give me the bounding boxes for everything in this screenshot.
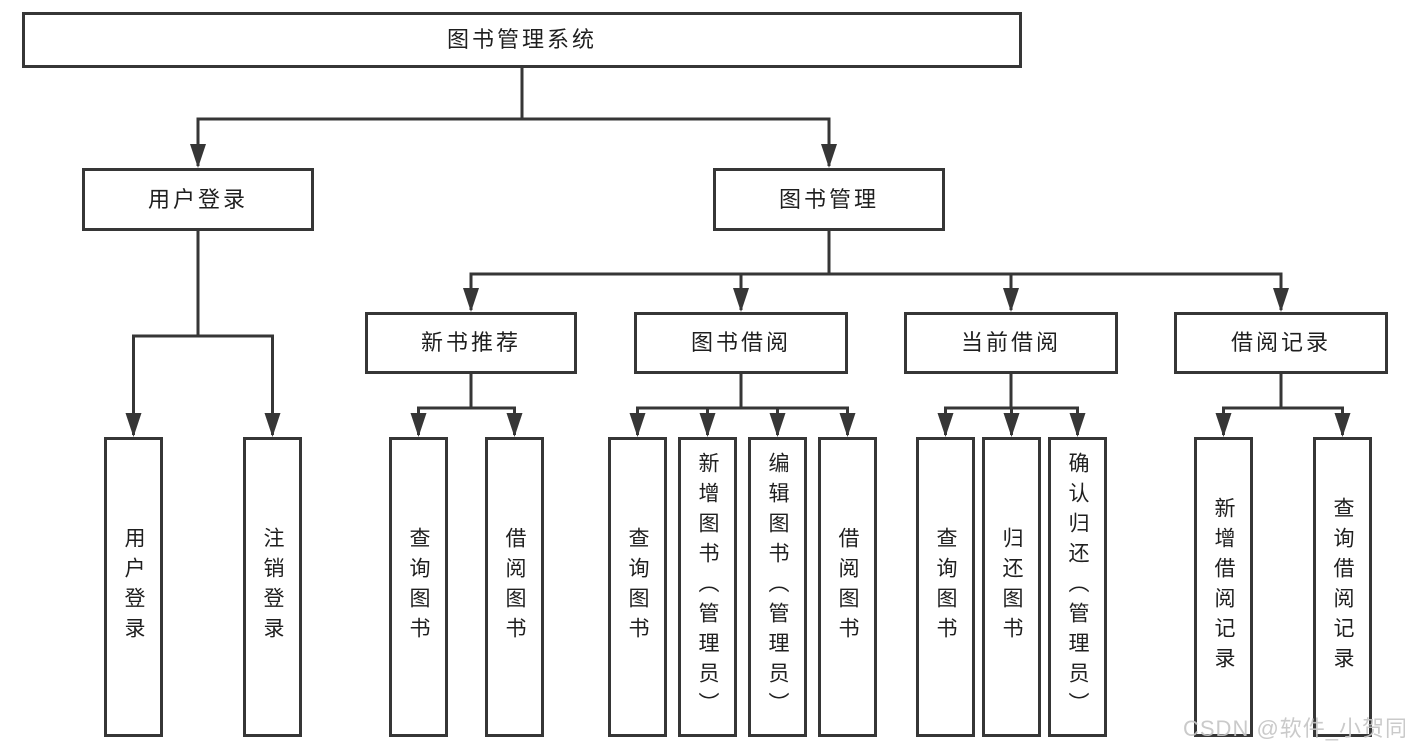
connector-login-branch [132, 231, 274, 435]
leaf-query-books-current: 查询图书 [916, 437, 975, 737]
leaf-logout: 注销登录 [243, 437, 302, 737]
arrowhead [463, 288, 479, 312]
connector-level1-branch [196, 117, 831, 166]
arrowhead [1273, 288, 1289, 312]
node-root-system: 图书管理系统 [22, 12, 1022, 68]
leaf-borrow-books-recommend: 借阅图书 [485, 437, 544, 737]
node-borrow-records: 借阅记录 [1174, 312, 1388, 374]
leaf-return-books: 归还图书 [982, 437, 1041, 737]
arrowhead [1215, 413, 1232, 437]
connector-borrow-branch [636, 374, 849, 435]
leaf-edit-book-admin: 编辑图书（管理员） [748, 437, 807, 737]
node-new-book-recommend: 新书推荐 [365, 312, 577, 374]
leaf-query-books-borrow: 查询图书 [608, 437, 667, 737]
arrowhead [937, 413, 954, 437]
arrowhead [190, 144, 206, 168]
arrowhead [699, 413, 716, 437]
leaf-confirm-return-admin: 确认归还（管理员） [1048, 437, 1107, 737]
node-book-borrow: 图书借阅 [634, 312, 848, 374]
leaf-borrow-books: 借阅图书 [818, 437, 877, 737]
arrowhead [1069, 413, 1086, 437]
node-book-management: 图书管理 [713, 168, 945, 231]
node-current-borrow: 当前借阅 [904, 312, 1118, 374]
leaf-add-book-admin: 新增图书（管理员） [678, 437, 737, 737]
arrowhead [264, 413, 281, 437]
arrowhead [1003, 413, 1020, 437]
leaf-user-login: 用户登录 [104, 437, 163, 737]
arrowhead [733, 288, 749, 312]
arrowhead [839, 413, 856, 437]
connector-level2-branch [469, 231, 1283, 310]
arrowhead [821, 144, 837, 168]
leaf-query-books-recommend: 查询图书 [389, 437, 448, 737]
arrowhead [410, 413, 427, 437]
connector-recommend-branch [417, 374, 516, 435]
arrowhead [1334, 413, 1351, 437]
csdn-watermark: CSDN @软件_小贺同学 [1183, 716, 1405, 741]
arrowhead [629, 413, 646, 437]
connector-records-branch [1222, 374, 1344, 435]
node-user-login: 用户登录 [82, 168, 314, 231]
leaf-query-borrow-record: 查询借阅记录 [1313, 437, 1372, 737]
arrowhead [125, 413, 142, 437]
leaf-add-borrow-record: 新增借阅记录 [1194, 437, 1253, 737]
arrowhead [1003, 288, 1019, 312]
arrowhead [506, 413, 523, 437]
arrowhead [769, 413, 786, 437]
